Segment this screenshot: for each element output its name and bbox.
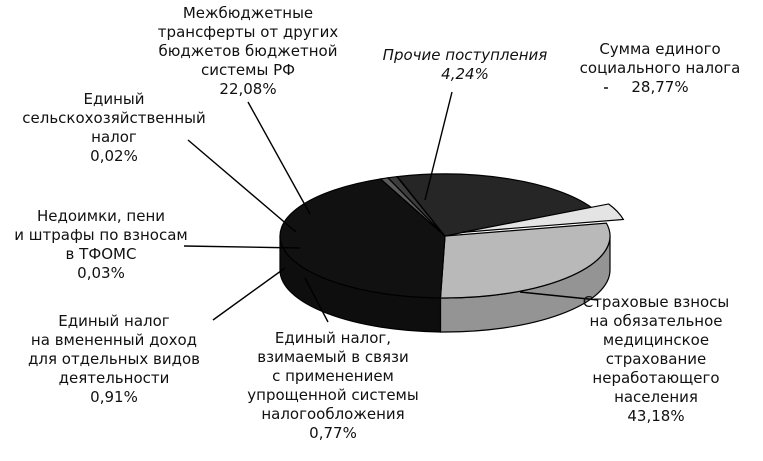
slice-label-text: и штрафы по взносам [14, 226, 188, 244]
pie-slices [279, 173, 625, 299]
slice-label-text: налог [91, 128, 137, 146]
leader-line-5 [187, 139, 297, 233]
slice-value: 0,03% [77, 264, 125, 282]
slice-label-text: населения [614, 388, 698, 406]
slice-value: 0,02% [90, 147, 138, 165]
slice-label-text: для отдельных видов [28, 350, 200, 368]
slice-label-text: на вмененный доход [30, 331, 198, 349]
slice-label-text: деятельности [58, 369, 170, 387]
leader-line-2 [304, 277, 329, 323]
slice-value: 0,77% [309, 424, 357, 442]
slice-label-text: Единый налог [58, 312, 170, 330]
slice-label-text: страхование [605, 350, 707, 368]
pie-slice-0 [439, 222, 611, 299]
slice-label-text: Сумма единого [599, 40, 721, 58]
slice-label-text: бюджетов бюджетной [158, 42, 338, 60]
slice-value: 43,18% [627, 407, 685, 425]
slice-value: 0,91% [90, 388, 138, 406]
slice-label-text: упрощенной системы [247, 386, 419, 404]
slice-label-text: системы РФ [200, 61, 296, 79]
leader-line-7 [424, 91, 453, 201]
slice-value: 22,08% [219, 80, 277, 98]
slice-label-text: с применением [272, 367, 394, 385]
pie-slice-6 [396, 173, 594, 237]
slice-label-text: медицинское [602, 331, 710, 349]
slice-label-text: социального налога [579, 59, 741, 77]
pie-slice-7 [461, 203, 625, 233]
slice-label-text: Межбюджетные [182, 4, 314, 22]
slice-label-text: сельскохозяйственный [22, 109, 206, 127]
slice-label-text: Единый [83, 90, 145, 108]
slice-label-text: Недоимки, пени [36, 207, 166, 225]
slice-label-text: Прочие поступления [382, 46, 548, 64]
leader-line-3 [212, 267, 286, 321]
leader-line-6 [247, 101, 311, 215]
slice-value: 4,24% [441, 65, 489, 83]
leader-line-1 [519, 291, 599, 301]
slice-label-text: Страховые взносы [582, 293, 730, 311]
leader-lines [183, 87, 608, 323]
slice-label-text: Единый налог, [274, 329, 392, 347]
slice-label-text: налогообложения [261, 405, 405, 423]
slice-label-text: на обязательное [589, 312, 723, 330]
slice-value: 28,77% [631, 78, 689, 96]
slice-label-text: взимаемый в связи [257, 348, 409, 366]
slice-label-text: неработающего [592, 369, 720, 387]
slice-label-text: в ТФОМС [65, 245, 137, 263]
slice-label-text: трансферты от других [157, 23, 339, 41]
leader-line-4 [183, 245, 301, 249]
